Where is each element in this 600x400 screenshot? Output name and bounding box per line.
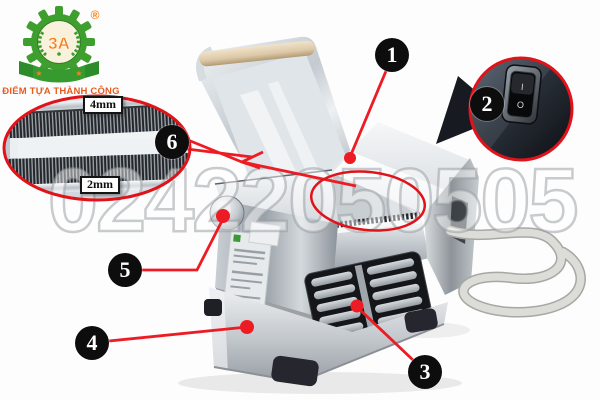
callout-2: 2 xyxy=(470,87,504,121)
ribbon-star-icon: ★ xyxy=(35,69,42,78)
callout-5: 5 xyxy=(108,253,142,287)
switch-off-symbol: O xyxy=(516,100,524,111)
callout-6: 6 xyxy=(155,125,189,159)
small-sticker xyxy=(248,221,281,247)
ground-shadow xyxy=(178,372,462,394)
brand-logo: 3A ® ★ ★ xyxy=(6,4,126,88)
rubber-foot xyxy=(271,355,319,387)
rocker-switch: I O xyxy=(501,64,542,125)
ribbon-star-icon: ★ xyxy=(75,69,82,78)
laurel-left-icon xyxy=(37,29,48,57)
gear-logo-graphic: 3A ® ★ ★ xyxy=(19,6,100,83)
brand-text: 3A xyxy=(48,34,70,53)
spec-label xyxy=(222,230,273,315)
registered-trademark-symbol: ® xyxy=(91,8,100,22)
label-logo-mark xyxy=(233,234,241,243)
callout-3: 3 xyxy=(408,355,442,389)
blade-width-label-4mm: 4mm xyxy=(83,96,123,114)
callout-4: 4 xyxy=(75,326,109,360)
ribbon-banner: ★ ★ xyxy=(19,61,99,83)
blade-width-label-2mm: 2mm xyxy=(80,176,120,194)
brand-slogan: ĐIỂM TỰA THÀNH CÔNG xyxy=(2,86,120,97)
rubber-foot xyxy=(204,299,222,316)
tray-handle xyxy=(199,40,315,67)
power-cord xyxy=(444,225,586,318)
laurel-right-icon xyxy=(70,29,81,57)
callout-1: 1 xyxy=(375,38,409,72)
gear-inner-disc xyxy=(37,20,81,64)
